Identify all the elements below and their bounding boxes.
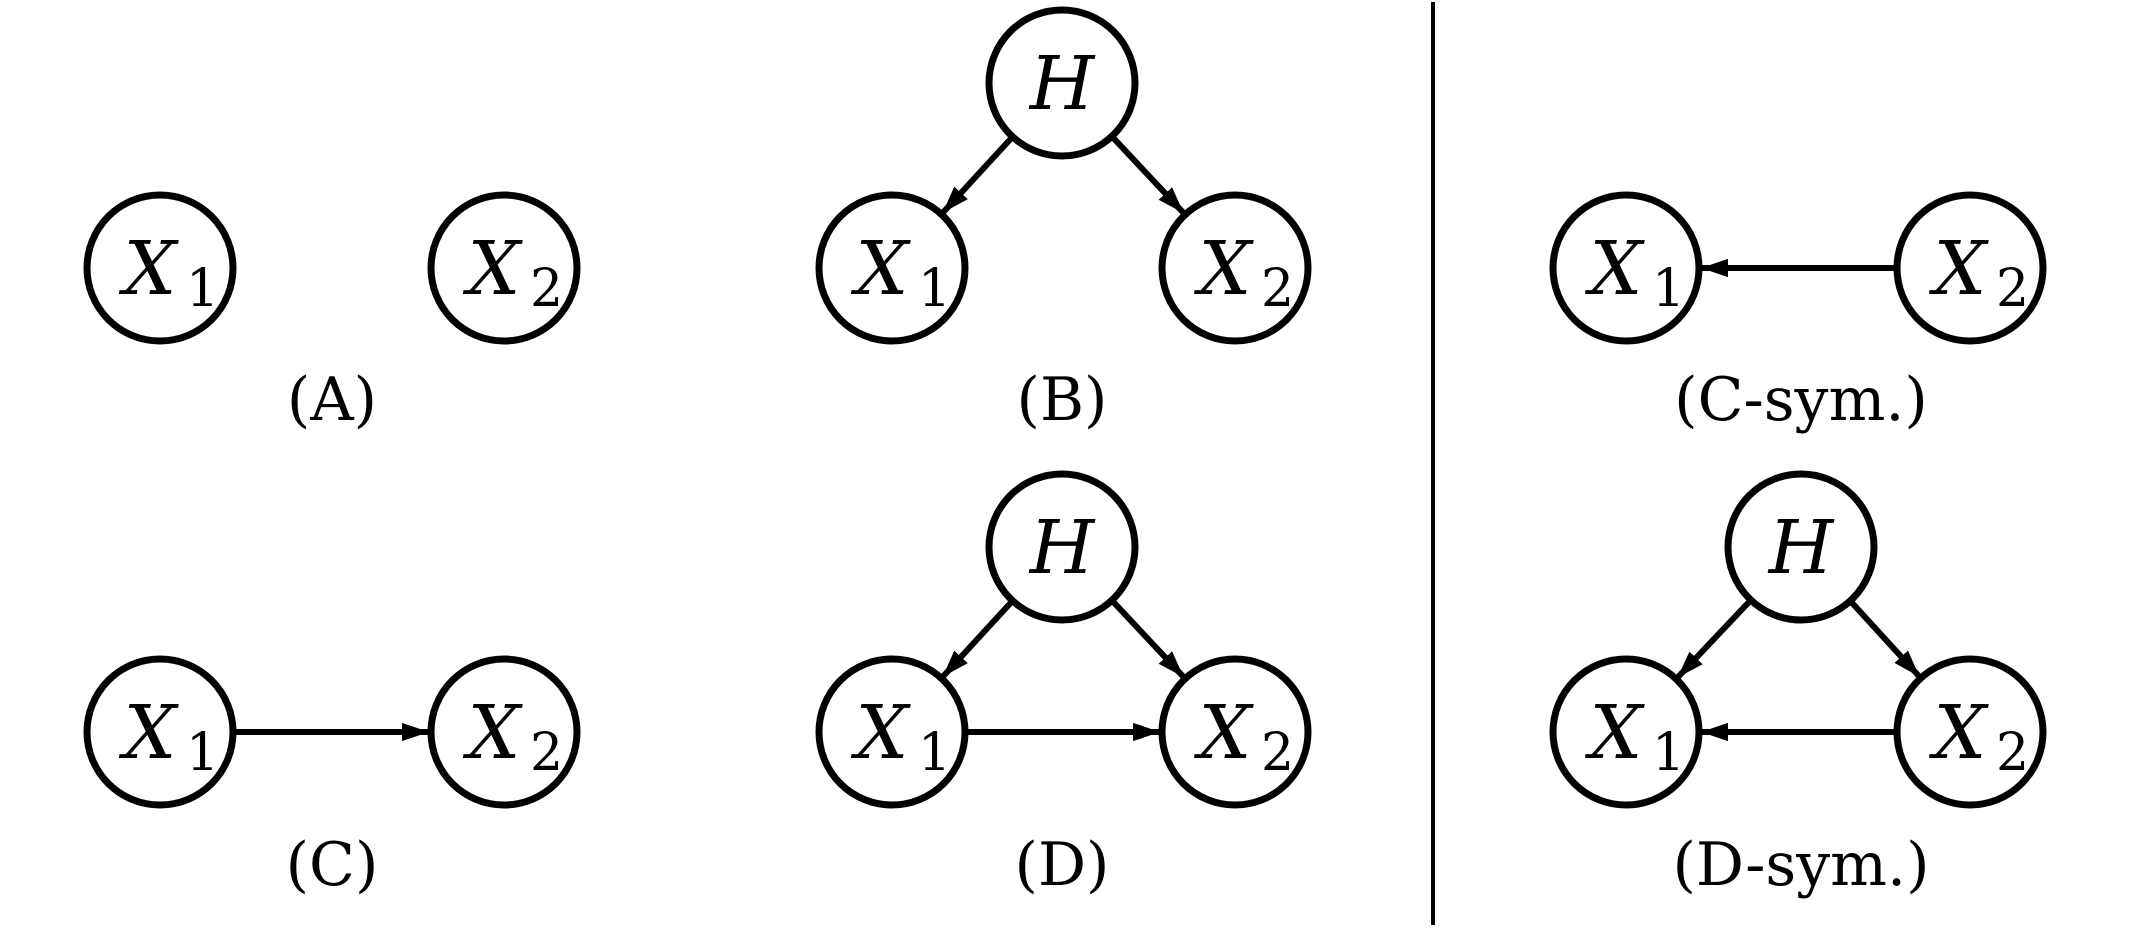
node-subscript: 1 — [1652, 723, 1685, 783]
node-circle — [427, 191, 581, 345]
node-label: X — [1585, 690, 1646, 776]
node-label: X — [851, 690, 912, 776]
node-label: X — [1585, 226, 1646, 312]
node-subscript: 1 — [918, 723, 951, 783]
node-circle — [1549, 191, 1703, 345]
node-circle — [1893, 191, 2047, 345]
node-label: X — [851, 226, 912, 312]
edge-h-to-x1 — [1675, 597, 1754, 680]
node-circle — [985, 470, 1139, 624]
node-label: H — [1767, 505, 1835, 591]
node-subscript: 1 — [186, 259, 219, 319]
node-subscript: 1 — [918, 259, 951, 319]
node-circle — [83, 191, 237, 345]
node-label: X — [119, 226, 180, 312]
node-subscript: 2 — [1261, 723, 1294, 783]
diagram-caption: (C-sym.) — [1674, 365, 1928, 435]
node-circle — [1893, 655, 2047, 809]
node-circle — [985, 6, 1139, 160]
node-subscript: 2 — [1996, 723, 2029, 783]
node-label: X — [1929, 226, 1990, 312]
node-subscript: 2 — [530, 723, 563, 783]
edge-h-to-x2 — [1109, 134, 1186, 216]
node-label: H — [1028, 41, 1096, 127]
diagram-caption: (D-sym.) — [1673, 830, 1930, 900]
node-label: X — [1194, 226, 1255, 312]
node-subscript: 2 — [1996, 259, 2029, 319]
node-h: H — [985, 6, 1139, 160]
node-subscript: 2 — [530, 259, 563, 319]
edge-h-to-x2 — [1109, 598, 1186, 680]
node-circle — [1724, 470, 1878, 624]
node-subscript: 2 — [1261, 259, 1294, 319]
edge-h-to-x2 — [1848, 598, 1922, 679]
node-h: H — [1724, 470, 1878, 624]
node-circle — [1158, 191, 1312, 345]
diagram-caption: (D) — [1015, 830, 1110, 900]
node-label: X — [1929, 690, 1990, 776]
edge-h-to-x1 — [940, 134, 1015, 215]
node-circle — [815, 655, 969, 809]
edge-h-to-x1 — [940, 598, 1015, 679]
node-circle — [1549, 655, 1703, 809]
node-circle — [1158, 655, 1312, 809]
node-label: X — [1194, 690, 1255, 776]
node-circle — [427, 655, 581, 809]
node-label: X — [119, 690, 180, 776]
node-label: X — [463, 226, 524, 312]
diagram-caption: (C) — [286, 830, 379, 900]
node-h: H — [985, 470, 1139, 624]
node-label: H — [1028, 505, 1096, 591]
diagram-caption: (B) — [1017, 365, 1108, 435]
node-label: X — [463, 690, 524, 776]
node-circle — [815, 191, 969, 345]
node-subscript: 1 — [1652, 259, 1685, 319]
node-circle — [83, 655, 237, 809]
diagram-caption: (A) — [287, 365, 377, 435]
node-subscript: 1 — [186, 723, 219, 783]
